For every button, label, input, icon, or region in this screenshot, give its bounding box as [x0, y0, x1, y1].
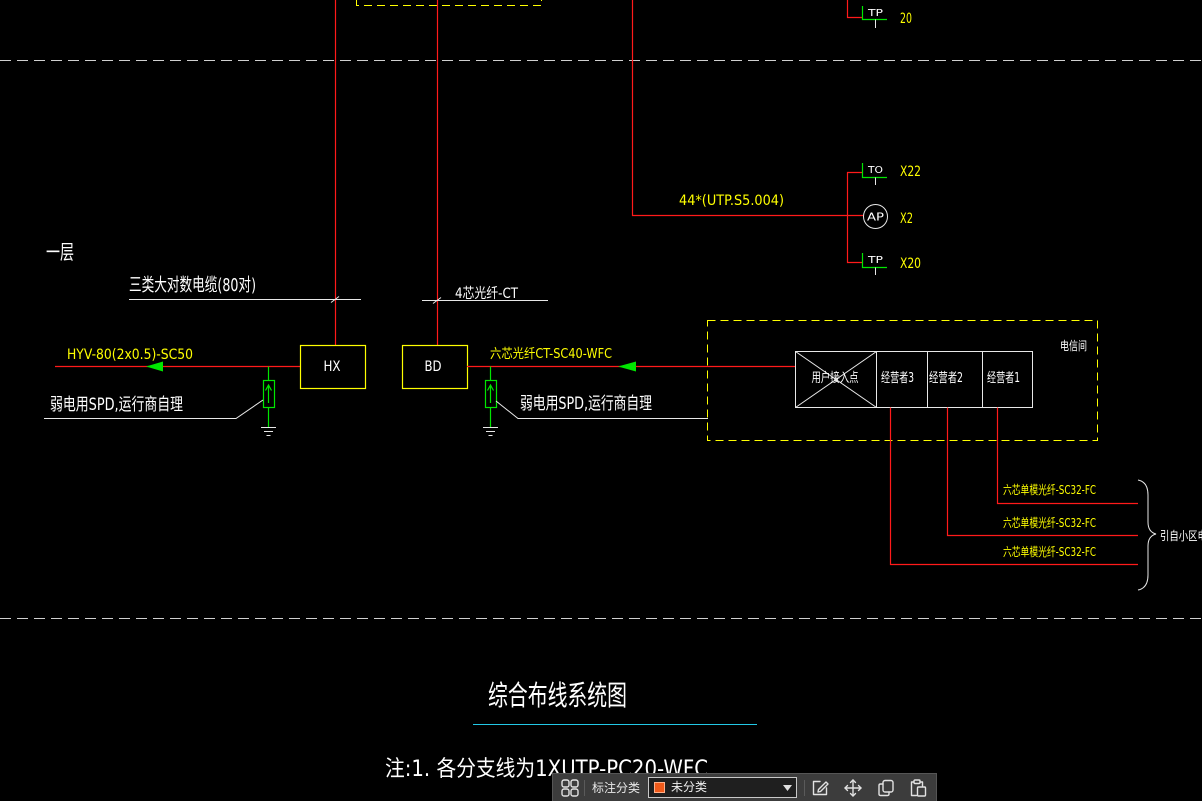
- outlet-frame: [861, 163, 887, 179]
- outlet-frame: [861, 253, 887, 269]
- operator-access-panel: 用户接入点 经营者3 经营者2 经营者1: [795, 351, 1033, 408]
- annotation-category-label: 标注分类: [592, 781, 641, 795]
- spd-arrow: [486, 383, 495, 403]
- horizontal-cable-line: [631, 0, 863, 217]
- annotation-category-dropdown[interactable]: 未分类: [648, 777, 797, 798]
- ap-symbol: AP: [863, 204, 888, 229]
- annotation-toolbar: 标注分类 未分类: [552, 773, 937, 801]
- telecom-room-outline: [707, 320, 1098, 441]
- outlet-symbol-text: TO: [867, 165, 883, 176]
- spd-note-leader-copper: [44, 399, 264, 419]
- outlet-frame: [861, 6, 887, 21]
- top-outlet-feed-line: [846, 0, 862, 19]
- panel-frame: [795, 351, 1033, 408]
- category-selected-value: 未分类: [671, 780, 708, 794]
- operator-3-fiber-label: 六芯单模光纤-SC32-FC: [1003, 545, 1096, 559]
- floor-label: 一层: [46, 240, 74, 264]
- trunk-cable-label: 三类大对数电缆(80对): [129, 275, 256, 296]
- operator-2-fiber-line: [946, 407, 1138, 537]
- fiber-direction-arrow: [618, 361, 636, 372]
- operator-1-fiber-line: [996, 407, 1138, 505]
- toolbar-separator: [584, 780, 585, 796]
- spd-note-leader-fiber: [495, 400, 708, 419]
- move-icon[interactable]: [843, 778, 863, 798]
- source-label-clip: 引自小区电: [1160, 527, 1202, 543]
- ground-icon: [483, 427, 498, 436]
- to-outlet-label: X22: [900, 164, 921, 180]
- copy-icon[interactable]: [876, 778, 896, 798]
- source-label: 引自小区电: [1160, 529, 1202, 543]
- ap-symbol-text: AP: [867, 211, 884, 224]
- edit-icon[interactable]: [810, 778, 830, 798]
- access-point-label: 用户接入点: [812, 370, 859, 386]
- tp-outlet-symbol: TP: [861, 253, 887, 275]
- ap-label: X2: [900, 211, 913, 227]
- incoming-fiber-label: 六芯光纤CT-SC40-WFC: [490, 347, 612, 362]
- category-color-swatch: [654, 782, 665, 793]
- outlet-symbol-text: TP: [867, 255, 883, 266]
- to-outlet-symbol: TO: [861, 163, 887, 185]
- operator-2-label: 经营者2: [929, 371, 963, 386]
- backbone-fiber-label: 4芯光纤-CT: [455, 286, 518, 302]
- upper-cabinet-outline: [356, 0, 542, 6]
- operator-1-fiber-label: 六芯单模光纤-SC32-FC: [1003, 483, 1096, 497]
- outlet-branch-line: [846, 171, 862, 264]
- chevron-down-icon: [783, 785, 792, 791]
- bd-label: BD: [425, 359, 442, 375]
- spd-symbol-fiber: [483, 366, 498, 436]
- trunk-cable-tick: [330, 296, 340, 303]
- operator-3-label: 经营者3: [881, 371, 914, 386]
- spd-symbol-copper: [261, 366, 276, 436]
- copper-cable-direction-arrow: [146, 361, 163, 372]
- spd-arrow: [264, 383, 273, 403]
- selection-set-icon[interactable]: [560, 778, 580, 798]
- outlet-symbol-text: TP: [867, 8, 883, 19]
- spd-note-copper: 弱电用SPD,运行商自理: [50, 395, 183, 415]
- drawing-title: 综合布线系统图: [488, 679, 627, 712]
- ap-circle: [863, 204, 888, 229]
- telecom-room-label: 电信间: [1060, 339, 1087, 353]
- grouping-brace: [1137, 479, 1157, 591]
- incoming-copper-cable-label: HYV-80(2x0.5)-SC50: [67, 347, 193, 363]
- operator-3-fiber-line: [889, 407, 1138, 566]
- top-tp-outlet-symbol: TP: [861, 6, 887, 28]
- tp-outlet-label: X20: [900, 256, 921, 272]
- hx-box: [299, 344, 367, 390]
- operator-1-label: 经营者1: [987, 371, 1020, 386]
- operator-2-fiber-label: 六芯单模光纤-SC32-FC: [1003, 516, 1096, 530]
- horizontal-cable-label: 44*(UTP.S5.004): [679, 193, 784, 209]
- ground-icon: [261, 427, 276, 436]
- hx-label: HX: [324, 359, 341, 375]
- top-outlet-count: 20: [900, 11, 912, 27]
- paste-icon[interactable]: [908, 778, 928, 798]
- backbone-fiber-tick: [432, 297, 442, 304]
- spd-note-fiber: 弱电用SPD,运行商自理: [520, 394, 652, 414]
- access-point-cross: [795, 351, 877, 408]
- toolbar-separator: [804, 780, 805, 796]
